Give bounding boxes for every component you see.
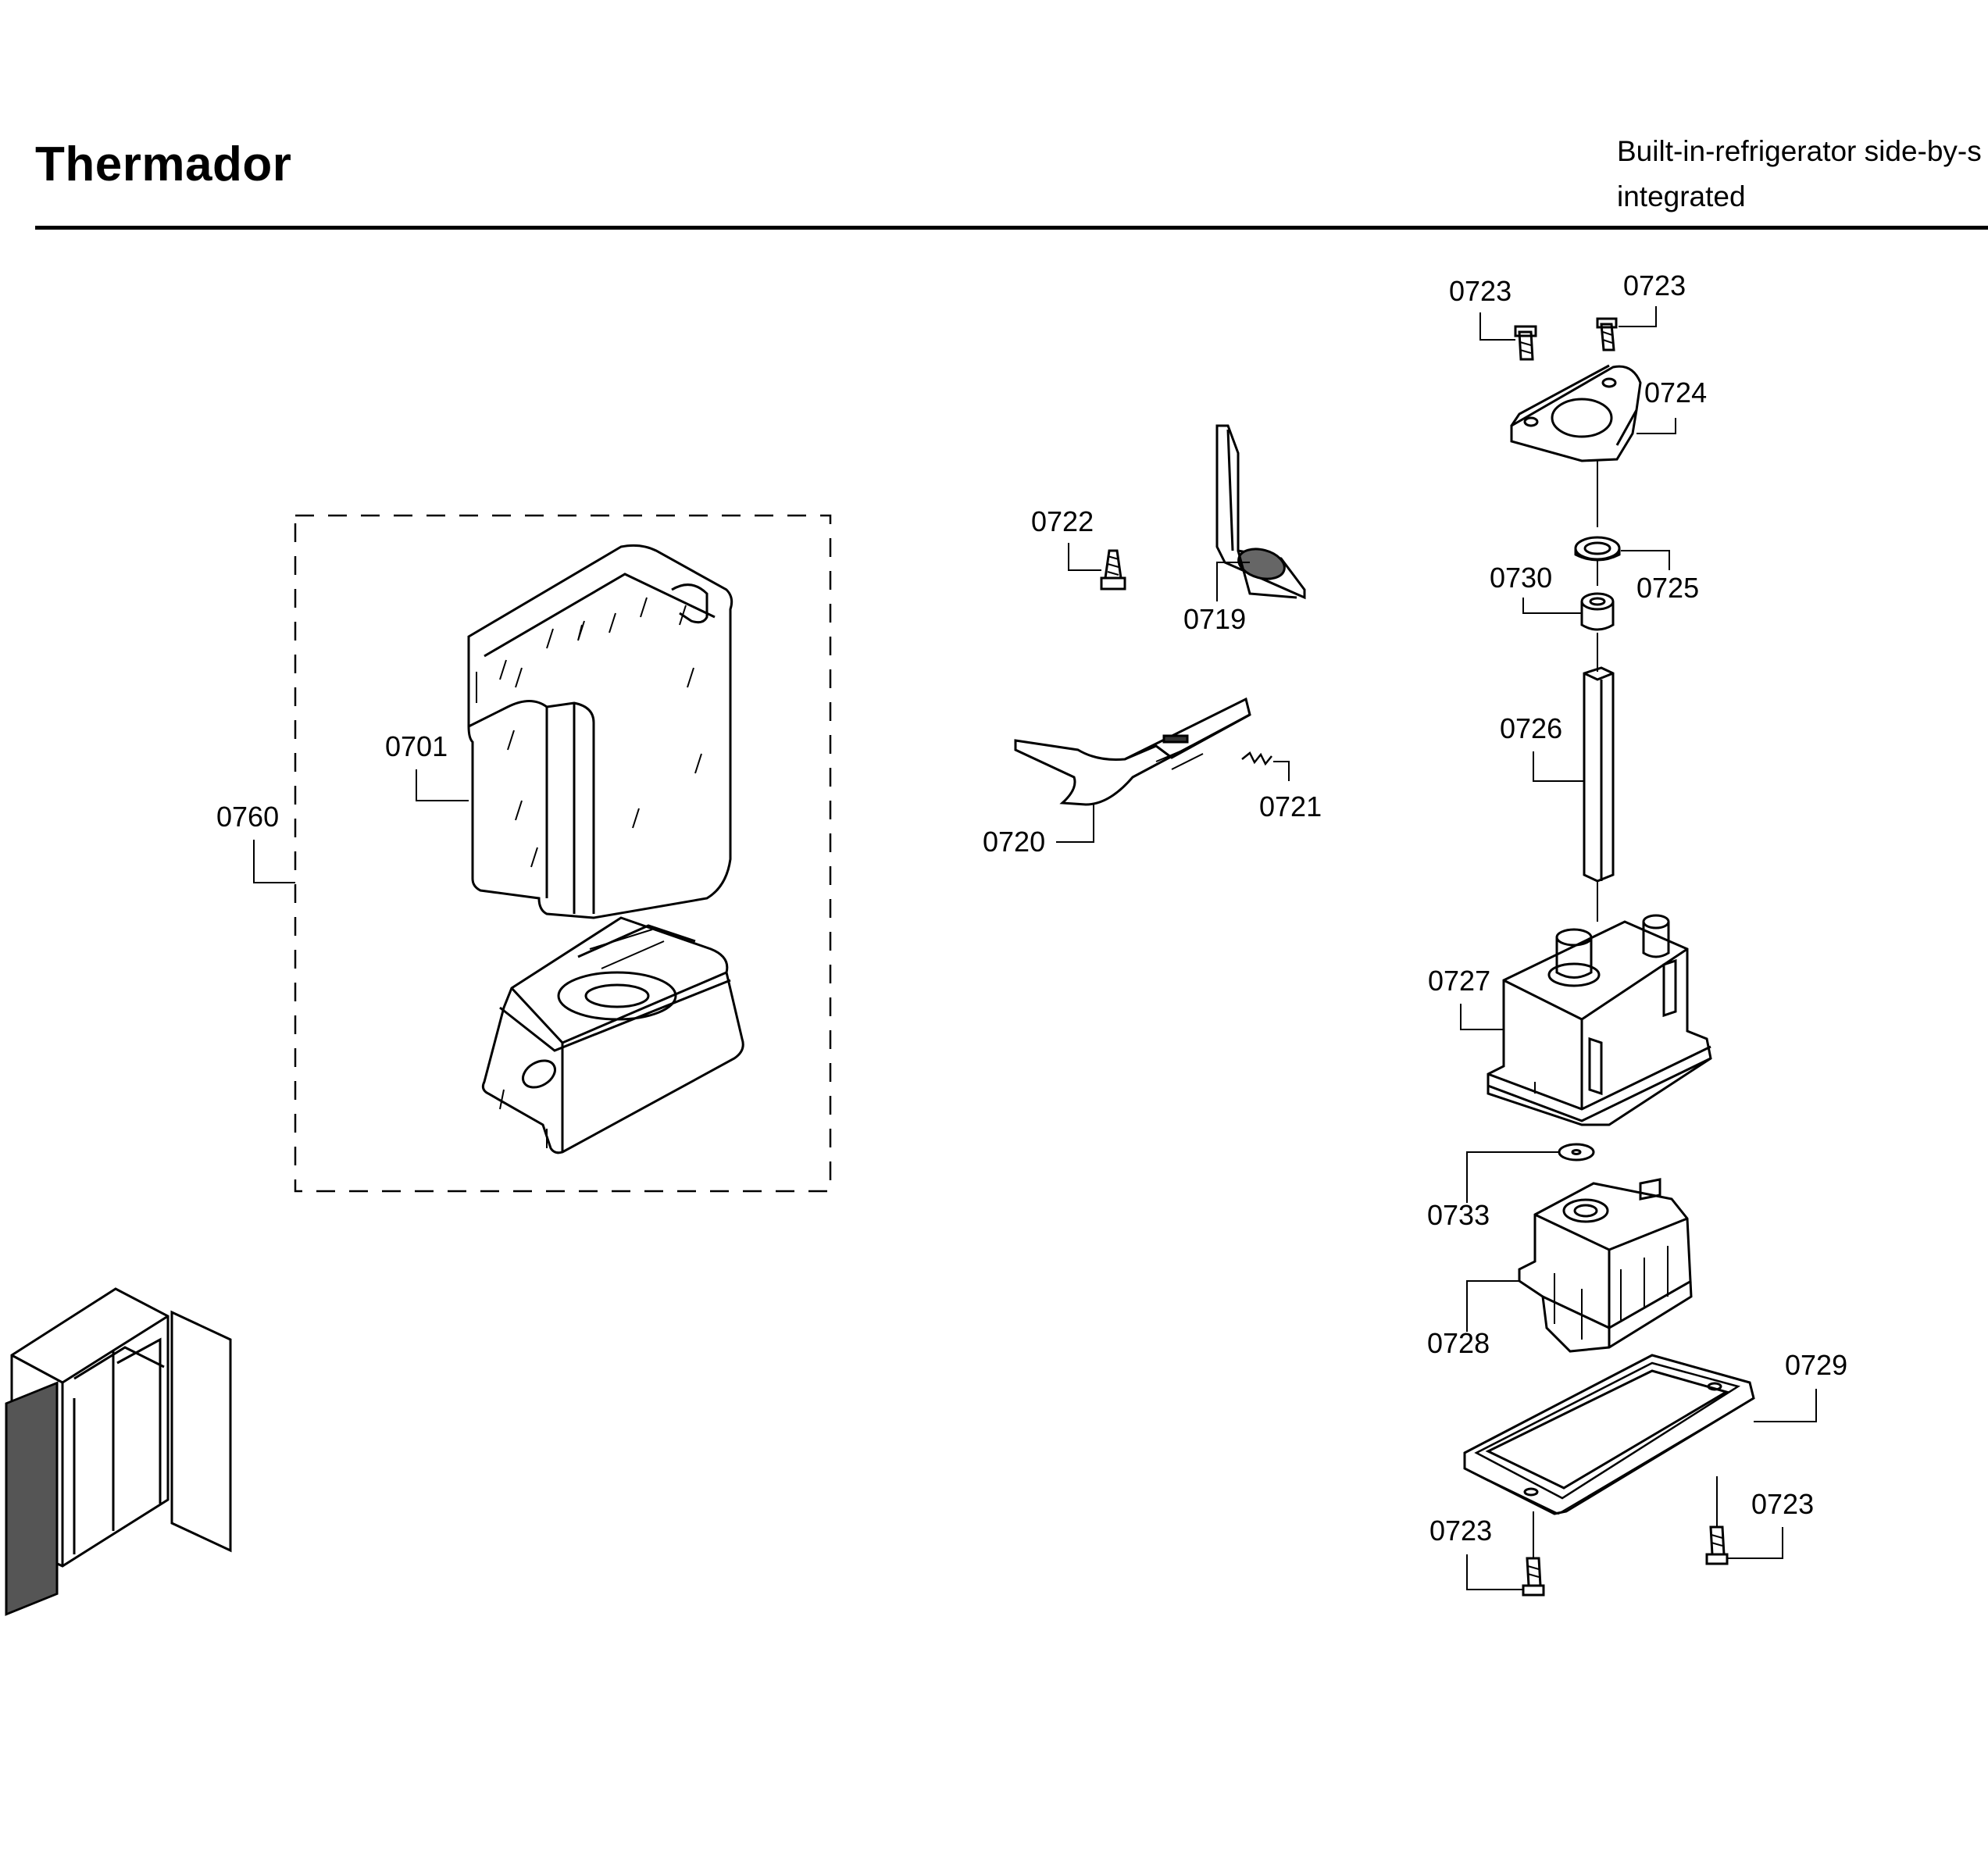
leader-0723-c [1466, 1554, 1523, 1590]
label-0721: 0721 [1259, 790, 1322, 822]
leader-0723-a [1479, 312, 1515, 341]
header-rule [35, 226, 1988, 230]
bushing-part-0730 [1580, 592, 1615, 631]
leader-0727 [1460, 1004, 1504, 1030]
screw-part-0723-top-right [1596, 317, 1618, 351]
shelf-mesh-panel [5, 1381, 59, 1616]
leader-0724 [1636, 418, 1676, 434]
label-0730: 0730 [1490, 562, 1552, 594]
label-0724: 0724 [1644, 376, 1707, 409]
label-0722: 0722 [1031, 505, 1094, 537]
leader-0721 [1273, 761, 1290, 781]
leader-0701 [416, 769, 469, 801]
bracket-part-0719 [1215, 424, 1306, 600]
screw-part-0723-bottom-left [1522, 1557, 1545, 1597]
label-0728: 0728 [1427, 1327, 1490, 1359]
gasket-plate-part-0729 [1463, 1354, 1755, 1515]
document-subtitle: Built-in-refrigerator side-by-s integrat… [1617, 129, 1982, 219]
subtitle-line-1: Built-in-refrigerator side-by-s [1617, 135, 1982, 167]
assembly-0760-outline [294, 514, 832, 1193]
ice-tray-base-part [481, 916, 744, 1154]
label-0725: 0725 [1636, 572, 1699, 604]
label-0726: 0726 [1500, 712, 1562, 744]
leader-0723-d [1728, 1527, 1783, 1559]
screw-part-0723-top-left [1514, 325, 1537, 361]
leader-0719 [1216, 562, 1250, 601]
screw-part-0723-bottom-right [1705, 1525, 1729, 1565]
motor-housing-part-0727 [1487, 914, 1712, 1126]
washer-part-0725 [1574, 536, 1621, 562]
ice-bucket-part-0701 [467, 544, 733, 919]
label-0701: 0701 [385, 730, 448, 762]
leader-0729 [1754, 1389, 1817, 1422]
leader-0728 [1466, 1280, 1519, 1332]
leader-0733 [1466, 1151, 1558, 1203]
leader-0725 [1621, 550, 1670, 570]
leader-0730 [1522, 598, 1582, 614]
leader-0726 [1533, 751, 1584, 782]
spring-part-0721 [1241, 751, 1272, 766]
label-0720: 0720 [983, 826, 1045, 858]
shaft-part-0726 [1583, 666, 1615, 883]
bearing-plate-part-0724 [1510, 364, 1642, 462]
label-0723-b: 0723 [1623, 269, 1686, 302]
label-0733: 0733 [1427, 1199, 1490, 1231]
leader-0722 [1068, 543, 1101, 571]
gear-motor-part-0728 [1518, 1178, 1693, 1353]
label-0719: 0719 [1183, 603, 1246, 635]
label-0723-a: 0723 [1449, 275, 1512, 307]
leader-0720 [1056, 805, 1094, 843]
brand-title: Thermador [35, 137, 292, 191]
label-0760: 0760 [216, 801, 279, 833]
screw-part-0722 [1100, 549, 1126, 591]
freezer-shelf-frame [5, 1287, 232, 1616]
leader-0723-b [1619, 306, 1657, 327]
washer-part-0733 [1558, 1143, 1595, 1161]
leader-0760 [253, 840, 295, 883]
label-0729: 0729 [1785, 1349, 1847, 1381]
label-0723-d: 0723 [1751, 1488, 1814, 1520]
subtitle-line-2: integrated [1617, 180, 1746, 212]
lever-arm-part-0720 [1014, 697, 1251, 806]
label-0723-c: 0723 [1429, 1515, 1492, 1547]
label-0727: 0727 [1428, 965, 1490, 997]
